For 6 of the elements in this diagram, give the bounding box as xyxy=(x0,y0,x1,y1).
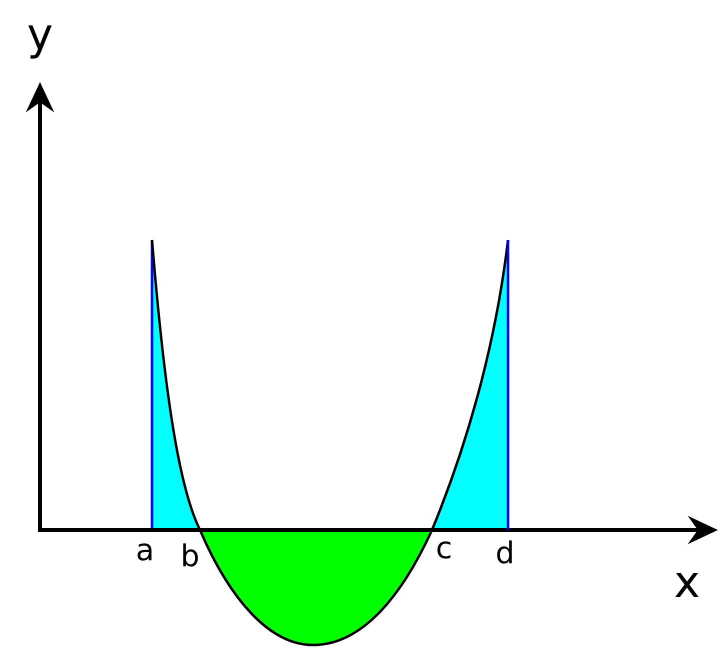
point-label: a xyxy=(138,543,152,561)
axis-label: y xyxy=(28,25,52,59)
point-label: b xyxy=(183,543,198,567)
point-label: d xyxy=(497,540,512,564)
point-label: c xyxy=(437,541,450,559)
axis-label: x xyxy=(675,572,699,598)
